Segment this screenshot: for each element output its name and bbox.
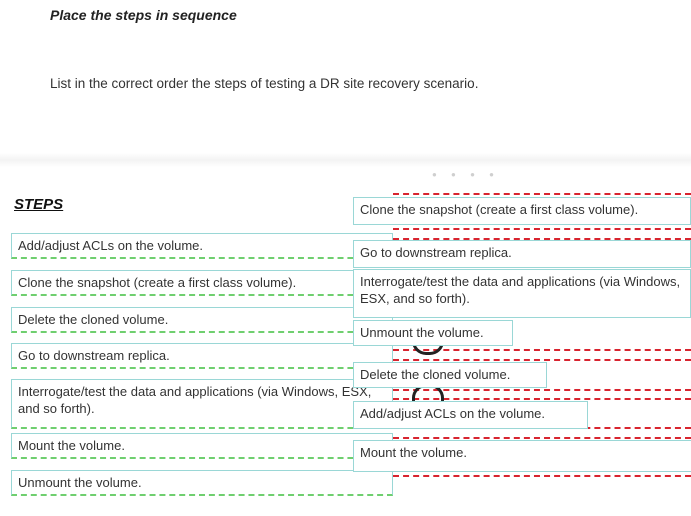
answer-item[interactable]: Delete the cloned volume.	[353, 362, 547, 388]
answer-item[interactable]: Mount the volume.	[353, 440, 691, 472]
step-item[interactable]: Go to downstream replica.	[11, 343, 393, 369]
answer-slot-line	[393, 359, 691, 361]
answer-slot-line	[393, 228, 691, 230]
drag-handle-icon: ● ● ● ●	[432, 170, 500, 179]
answer-slot-line	[393, 398, 691, 400]
answer-item[interactable]: Add/adjust ACLs on the volume.	[353, 401, 588, 429]
step-item[interactable]: Unmount the volume.	[11, 470, 393, 496]
answer-slot-line	[393, 193, 691, 195]
instruction-text: List in the correct order the steps of t…	[50, 76, 479, 91]
answer-slot-line	[393, 238, 691, 240]
answer-slot-line	[393, 389, 691, 391]
answer-item[interactable]: Unmount the volume.	[353, 320, 513, 346]
answer-item[interactable]: Clone the snapshot (create a first class…	[353, 197, 691, 225]
step-item[interactable]: Clone the snapshot (create a first class…	[11, 270, 393, 296]
step-item[interactable]: Add/adjust ACLs on the volume.	[11, 233, 393, 259]
section-divider	[0, 153, 691, 167]
answer-item[interactable]: Interrogate/test the data and applicatio…	[353, 269, 691, 318]
answer-slot-line	[393, 437, 691, 439]
answer-item[interactable]: Go to downstream replica.	[353, 240, 691, 268]
answer-slot-line	[393, 349, 691, 351]
step-item[interactable]: Mount the volume.	[11, 433, 393, 459]
page-title: Place the steps in sequence	[50, 7, 237, 23]
answer-slot-line	[393, 475, 691, 477]
step-item[interactable]: Interrogate/test the data and applicatio…	[11, 379, 393, 429]
steps-heading: STEPS	[14, 196, 64, 213]
arc-decoration	[412, 338, 444, 355]
step-item[interactable]: Delete the cloned volume.	[11, 307, 393, 333]
